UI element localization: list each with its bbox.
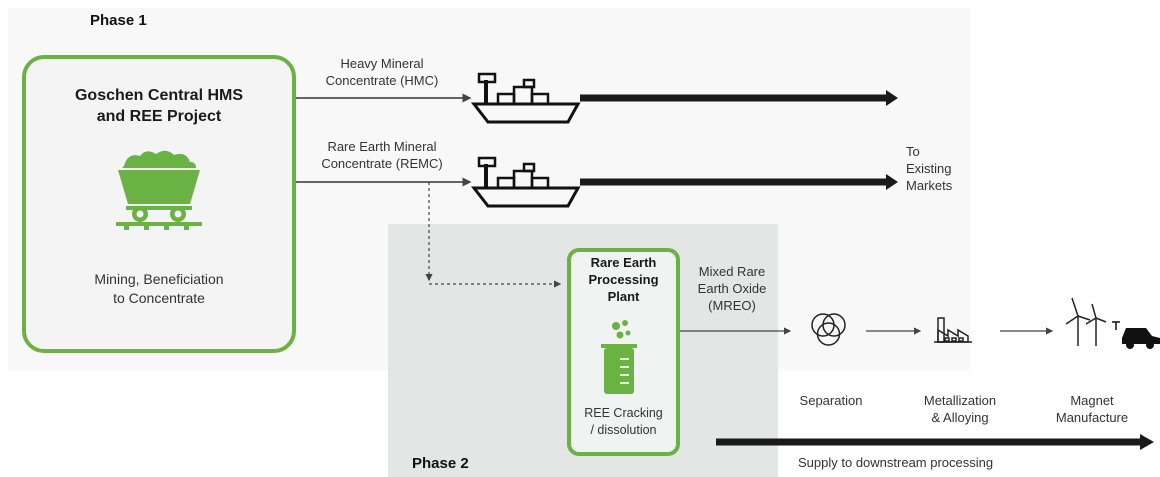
- magnet-label-line1: Magnet: [1070, 393, 1114, 408]
- mreo-label-line3: (MREO): [708, 298, 756, 313]
- project-title-line2: and REE Project: [96, 108, 222, 125]
- plant-title-line1: Rare Earth: [590, 255, 657, 270]
- project-box: [22, 55, 296, 353]
- markets-label-line3: Markets: [906, 178, 953, 193]
- project-title: Goschen Central HMS and REE Project: [22, 85, 296, 127]
- metallization-label-line2: & Alloying: [931, 410, 989, 425]
- beaker-icon: [601, 320, 637, 394]
- mine-cart-icon: [116, 150, 202, 230]
- project-subtitle-line1: Mining, Beneficiation: [94, 271, 224, 287]
- markets-label-line1: To: [906, 144, 920, 159]
- remc-label-line2: Concentrate (REMC): [321, 156, 443, 171]
- metallization-label: Metallization & Alloying: [910, 392, 1010, 426]
- plant-title-line3: Plant: [607, 289, 640, 304]
- magnet-label-line2: Manufacture: [1055, 410, 1129, 425]
- plant-title: Rare Earth Processing Plant: [567, 254, 680, 305]
- phase1-label: Phase 1: [90, 12, 147, 29]
- markets-label: To Existing Markets: [906, 143, 952, 194]
- factory-icon: [934, 317, 972, 343]
- magnet-label: Magnet Manufacture: [1042, 392, 1142, 426]
- phase2-label: Phase 2: [412, 455, 469, 472]
- metallization-label-line1: Metallization: [923, 393, 997, 408]
- hmc-label-line1: Heavy Mineral: [340, 56, 424, 71]
- ship-icon-hmc: [472, 72, 580, 124]
- wind-turbine-icon: [1065, 297, 1107, 346]
- remc-label: Rare Earth Mineral Concentrate (REMC): [302, 138, 462, 172]
- ship-icon-remc: [472, 156, 580, 208]
- mreo-label: Mixed Rare Earth Oxide (MREO): [682, 263, 782, 314]
- plant-title-line2: Processing: [588, 272, 659, 287]
- plant-subtitle-line1: REE Cracking: [584, 406, 663, 420]
- remc-label-line1: Rare Earth Mineral: [327, 139, 437, 154]
- mreo-label-line2: Earth Oxide: [697, 281, 767, 296]
- project-subtitle-line2: to Concentrate: [113, 290, 205, 306]
- plant-subtitle-line2: / dissolution: [590, 423, 657, 437]
- electric-car-icon: [1112, 321, 1160, 349]
- supply-label: Supply to downstream processing: [798, 455, 994, 470]
- hmc-label-line2: Concentrate (HMC): [325, 73, 439, 88]
- mreo-label-line1: Mixed Rare: [698, 264, 766, 279]
- hmc-label: Heavy Mineral Concentrate (HMC): [302, 55, 462, 89]
- separation-icon: [811, 313, 846, 346]
- project-title-line1: Goschen Central HMS: [74, 87, 244, 104]
- separation-label: Separation: [799, 393, 863, 408]
- markets-label-line2: Existing: [906, 161, 952, 176]
- plant-subtitle: REE Cracking / dissolution: [567, 405, 680, 439]
- project-subtitle: Mining, Beneficiation to Concentrate: [22, 270, 296, 308]
